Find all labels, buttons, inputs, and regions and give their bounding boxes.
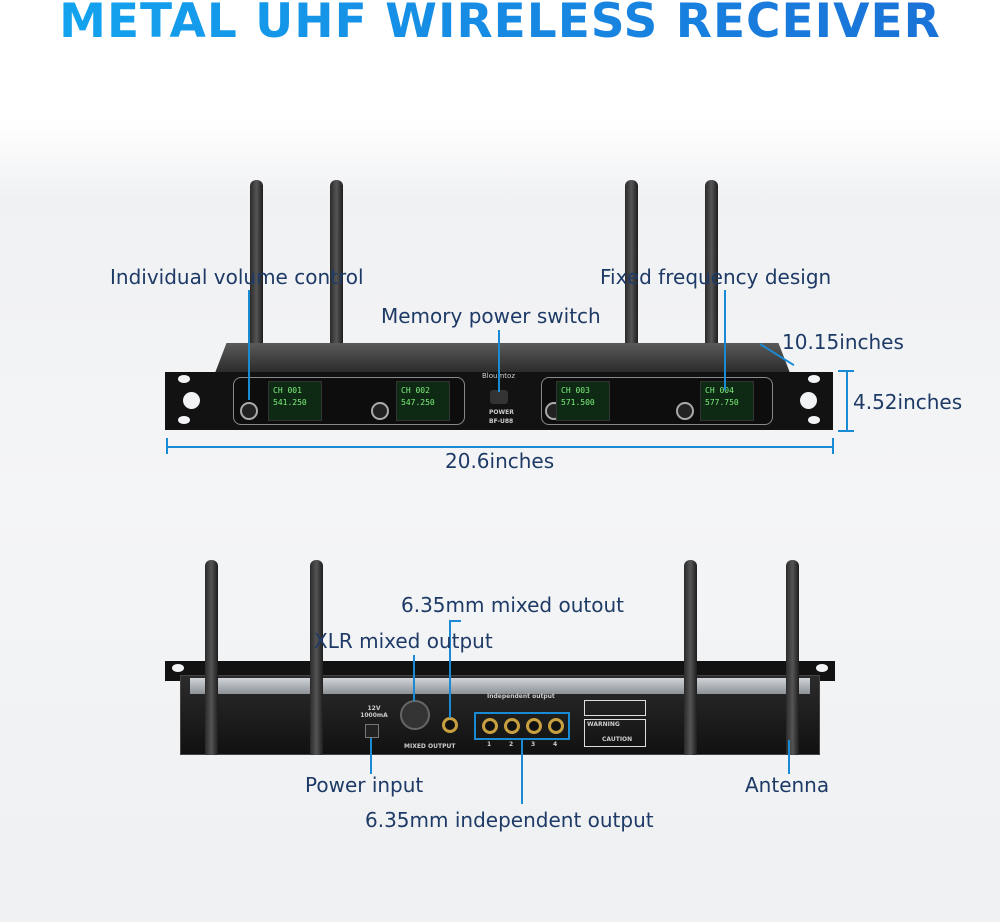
label-memory-power: Memory power switch [381,304,601,328]
jack-number: 1 [487,741,492,748]
xlr-connector [400,700,430,730]
channel-frequency: 571.500 [561,398,595,407]
label-antenna: Antenna [745,773,830,797]
jack-number: 2 [509,741,514,748]
warning-label: WARNING [587,721,620,728]
antenna [330,180,343,350]
model-label: BF-U88 [489,418,514,425]
label-height: 4.52inches [853,390,963,414]
label-width: 20.6inches [445,449,555,473]
jack-number: 3 [531,741,536,748]
label-power-input: Power input [305,773,424,797]
label-depth: 10.15inches [782,330,904,354]
label-mixed-635: 6.35mm mixed outout [401,593,624,617]
power-button [490,390,508,404]
channel-frequency: 541.250 [273,398,307,407]
channel-frequency: 577.750 [705,398,739,407]
channel-number: CH 002 [401,386,430,395]
caution-label: CAUTION [602,736,633,743]
label-independent-output: 6.35mm independent output [365,808,654,832]
independent-output-label: Independent output [487,693,555,700]
label-volume-control: Individual volume control [110,265,364,289]
channel-number: CH 004 [705,386,734,395]
channel-frequency: 547.250 [401,398,435,407]
antenna [625,180,638,350]
mixed-output-label: MIXED OUTPUT [404,743,456,750]
power-rating: 12V 1000mA [360,705,388,719]
power-label: POWER [489,409,514,416]
label-fixed-frequency: Fixed frequency design [600,265,832,289]
label-xlr: XLR mixed output [314,629,493,653]
page-title: METAL UHF WIRELESS RECEIVER [0,0,1000,49]
antenna [250,180,263,350]
jack-number: 4 [553,741,558,748]
antenna [705,180,718,350]
channel-number: CH 003 [561,386,590,395]
channel-number: CH 001 [273,386,302,395]
